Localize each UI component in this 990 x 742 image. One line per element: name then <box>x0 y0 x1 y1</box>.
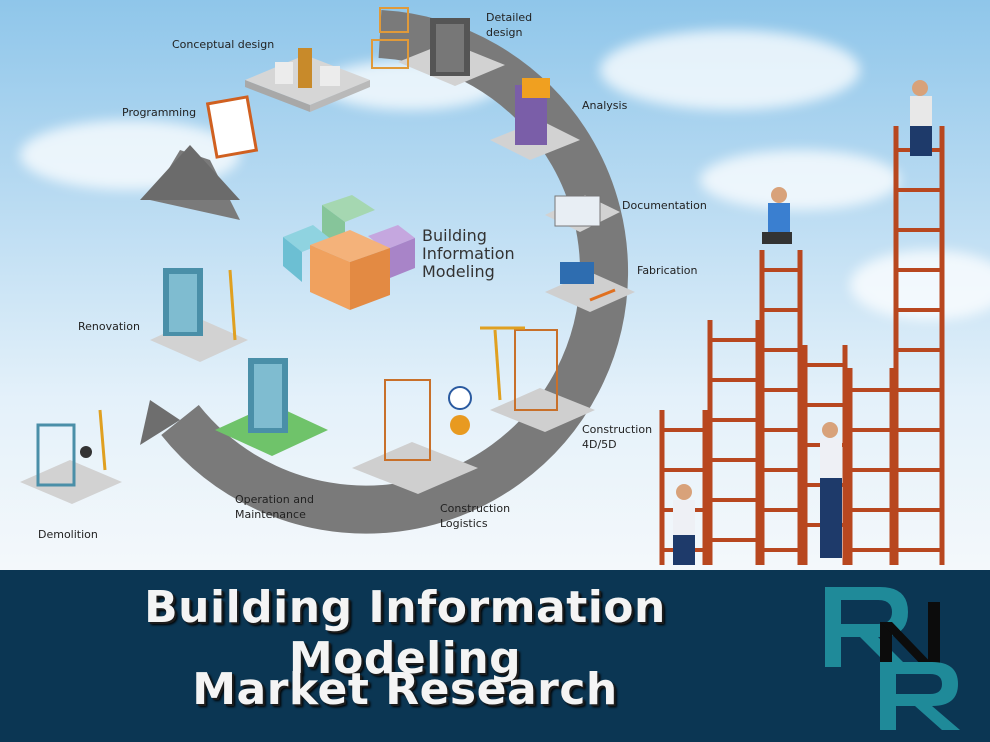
demolition-crane-icon <box>20 409 122 504</box>
ladders-illustration <box>659 126 945 565</box>
documentation-drawings-icon <box>545 195 620 232</box>
operation-maintenance-building-icon <box>215 358 328 456</box>
stage-label-operation-maintenance: Operation and Maintenance <box>235 493 314 521</box>
banner-title-line1: Building Information Modeling <box>144 582 666 684</box>
stage-label-demolition: Demolition <box>38 528 98 541</box>
stage-label-construction-logistics: Construction Logistics <box>440 502 511 530</box>
stage-label-construction-4d5d: Construction 4D/5D <box>582 423 653 451</box>
bim-center-title: Building Information Modeling <box>422 226 515 281</box>
conceptual-design-model-icon <box>245 48 370 112</box>
stage-label-programming: Programming <box>122 106 197 119</box>
rnr-logo <box>825 587 960 730</box>
bim-cubes-icon <box>283 195 415 310</box>
stage-label-documentation: Documentation <box>622 199 707 212</box>
construction-4d5d-crane-icon <box>480 326 595 432</box>
stage-label-conceptual-design: Conceptual design <box>172 38 275 51</box>
stage-label-fabrication: Fabrication <box>637 264 698 277</box>
coin-icon <box>450 415 470 435</box>
banner-title-line2: Market Research <box>192 664 618 715</box>
person-middle-ladder-icon <box>820 422 842 558</box>
stage-label-analysis: Analysis <box>582 99 628 112</box>
renovation-building-icon <box>150 268 248 362</box>
stage-label-renovation: Renovation <box>78 320 140 333</box>
cycle-arrowhead-icon <box>140 145 240 200</box>
clock-icon <box>448 386 472 410</box>
bim-cycle-diagram <box>20 7 945 565</box>
person-top-ladder-icon <box>910 80 932 156</box>
person-sitting-icon <box>762 187 792 244</box>
person-climbing-icon <box>673 484 695 565</box>
programming-checklist-icon <box>205 95 259 159</box>
logo-letter-r-bottom <box>880 662 960 730</box>
construction-logistics-icon <box>352 379 478 494</box>
detailed-design-building-icon <box>371 7 505 86</box>
analysis-building-icon <box>490 78 580 160</box>
fabrication-icon <box>545 262 635 312</box>
stage-label-detailed-design: Detailed design <box>486 11 533 39</box>
